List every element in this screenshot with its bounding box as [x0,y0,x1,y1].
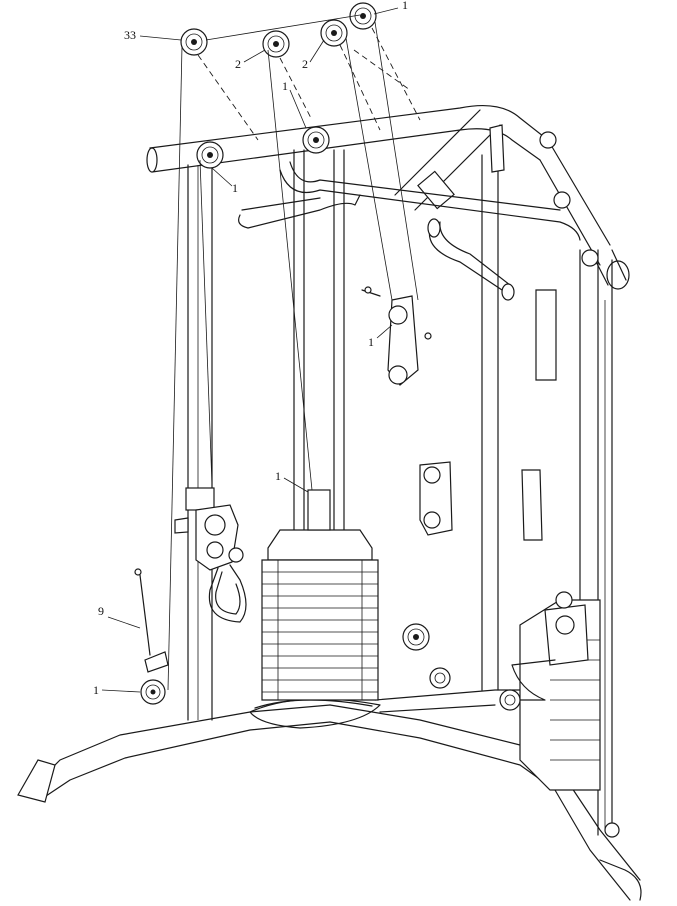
hardware [134,286,432,673]
pulley-right-arm [539,131,620,838]
callout-1-crossbar: 1 [282,79,288,93]
center-uprights [481,154,613,836]
callout-9: 9 [98,604,104,618]
pulley-base-right [499,689,521,711]
callout-labels: 33 1 2 2 1 1 1 1 9 1 [93,0,408,697]
chin-up-bar [238,161,581,301]
callout-33: 33 [124,28,136,42]
pulley-2-right [320,19,348,47]
pulley-33 [180,28,208,56]
callout-1-stack: 1 [275,469,281,483]
callout-2-right: 2 [302,57,308,71]
weight-stack [261,149,379,701]
assembly-dashed-lines [197,27,421,141]
pulleys [140,2,620,838]
pulley-loose [402,623,430,651]
right-weight-stack [511,599,601,791]
callout-1-left: 1 [232,181,238,195]
pulley-1-left [196,141,224,169]
cables [167,14,419,691]
callout-2-left: 2 [235,57,241,71]
pulley-1-floor [140,679,166,705]
pulley-2-left [262,30,290,58]
callout-leaders [101,7,399,693]
pulley-1-crossbar [302,126,330,154]
left-upright [174,164,247,721]
pulley-1-top [349,2,377,30]
callout-1-top: 1 [402,0,408,12]
callout-1-mid: 1 [368,335,374,349]
pulley-base-center [429,667,451,689]
callout-1-floor: 1 [93,683,99,697]
pulley-brackets [387,124,557,541]
